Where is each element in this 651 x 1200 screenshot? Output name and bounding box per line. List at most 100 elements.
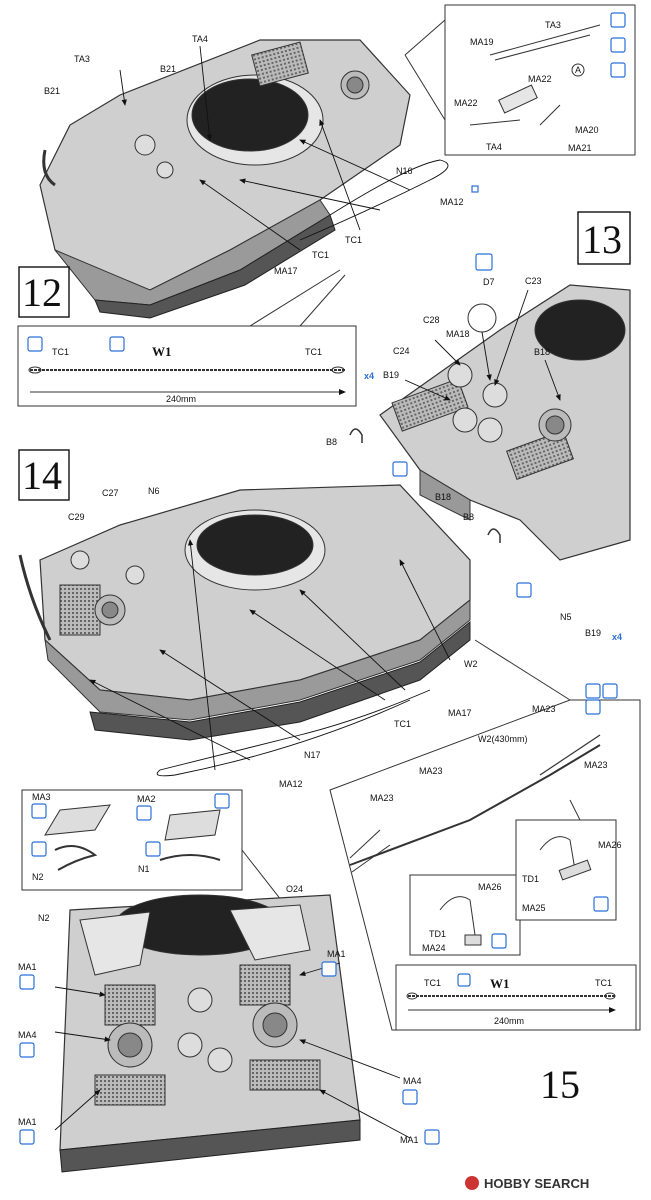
step-number-12: 12	[18, 266, 70, 318]
part-label: B18	[534, 347, 550, 357]
part-label: MA21	[568, 143, 592, 153]
part-label: MA3	[32, 792, 51, 802]
part-label: MA19	[470, 37, 494, 47]
part-label: B19	[383, 370, 399, 380]
part-label: MA4	[18, 1030, 37, 1040]
step-12-detail-callout: A TA3 MA19 MA22 MA22 TA4 MA20 MA21	[404, 4, 636, 156]
part-label: MA23	[532, 704, 556, 714]
watermark: HOBBY SEARCH	[465, 1176, 589, 1191]
part-label: TA3	[545, 20, 561, 30]
callout-marker-a	[571, 63, 585, 77]
drill-icon	[392, 461, 408, 477]
part-label: MA23	[370, 793, 394, 803]
part-label: MA23	[419, 766, 443, 776]
part-label: B18	[435, 492, 451, 502]
paint-drop-icon	[109, 336, 125, 352]
option-icon	[31, 803, 47, 819]
part-label: MA2	[137, 794, 156, 804]
quantity-badge: x4	[612, 632, 622, 642]
cable-w2-callout: W2(430mm) MA23 MA23 MA23 MA23 MA26 TD1 M…	[329, 639, 641, 1031]
part-label: MA20	[575, 125, 599, 135]
paint-drop-icon	[585, 683, 601, 699]
paint-drop-icon	[402, 1089, 418, 1105]
glue-icon	[214, 793, 230, 809]
glue-icon	[593, 896, 609, 912]
part-label: N2	[38, 913, 50, 923]
part-label: MA17	[274, 266, 298, 276]
part-label: TA4	[486, 142, 502, 152]
part-label: W2	[464, 659, 478, 669]
step-13-labels: D7 C23 C28 MA18 C24 B19 B18 B8 B18 B8 N5…	[326, 276, 622, 642]
part-label: MA24	[422, 943, 446, 953]
step-15-arrows	[54, 962, 411, 1139]
part-label: MA17	[448, 708, 472, 718]
part-label: MA4	[403, 1076, 422, 1086]
part-label: B21	[160, 64, 176, 74]
cable-w1-box-2: TC1 TC1 W1 240mm	[395, 964, 637, 1031]
step-14-tank-hull	[18, 484, 471, 741]
option-icon	[585, 699, 601, 715]
part-label: MA25	[522, 903, 546, 913]
cable-name: W1	[490, 976, 510, 991]
step-13-hull-rear	[379, 284, 631, 561]
step-15-inset: MA3 MA2 N2 N1	[21, 789, 286, 906]
part-label: N16	[396, 166, 413, 176]
step-number-14: 14	[18, 449, 70, 501]
part-label: N2	[32, 872, 44, 882]
step-12-arrows	[119, 45, 449, 251]
step-15-hull-rear	[59, 894, 361, 1173]
part-label: TC1	[345, 235, 362, 245]
svg-text:15: 15	[540, 1062, 580, 1107]
glue-icon	[27, 336, 43, 352]
part-label: TD1	[429, 929, 446, 939]
svg-text:14: 14	[22, 453, 62, 498]
part-label: TC1	[424, 978, 441, 988]
step-15-labels: N2 O24 MA1 MA1 MA4 MA4 MA1 MA1	[18, 884, 440, 1145]
part-label: TC1	[394, 719, 411, 729]
watermark-text: HOBBY SEARCH	[484, 1176, 589, 1191]
part-label: C24	[393, 346, 410, 356]
part-label: TC1	[312, 250, 329, 260]
part-label: O24	[286, 884, 303, 894]
paint-code-icon	[471, 185, 479, 193]
part-label: MA22	[454, 98, 478, 108]
drill-icon	[516, 582, 532, 598]
part-label: C29	[68, 512, 85, 522]
part-label: TA3	[74, 54, 90, 64]
option-icon	[610, 62, 626, 78]
paint-drop-icon	[19, 1129, 35, 1145]
part-label: MA22	[528, 74, 552, 84]
cable-length: 240mm	[166, 394, 196, 404]
part-label: C28	[423, 315, 440, 325]
step-14-labels: N6 C27 C29 W2 MA17 TC1 N17 MA12	[68, 486, 478, 789]
paint-drop-icon	[424, 1129, 440, 1145]
part-label: N6	[148, 486, 160, 496]
part-label: TA4	[192, 34, 208, 44]
part-label: N1	[138, 864, 150, 874]
svg-text:12: 12	[22, 270, 62, 315]
part-label: B8	[326, 437, 337, 447]
step-number-15: 15	[540, 1062, 580, 1107]
part-label: MA1	[18, 1117, 37, 1127]
part-label: B19	[585, 628, 601, 638]
part-label: N17	[304, 750, 321, 760]
part-label: TD1	[522, 874, 539, 884]
option-icon	[136, 805, 152, 821]
shackle-parts	[349, 428, 501, 543]
part-label: MA26	[598, 840, 622, 850]
part-label: TC1	[52, 347, 69, 357]
glue-icon	[610, 12, 626, 28]
quantity-badge: x4	[364, 371, 374, 381]
paint-drop-icon	[321, 961, 337, 977]
part-label: C27	[102, 488, 119, 498]
callout-marker-a-label: A	[575, 65, 581, 75]
part-label: B21	[44, 86, 60, 96]
paint-drop-icon	[19, 974, 35, 990]
part-label: TC1	[305, 347, 322, 357]
part-label: TC1	[595, 978, 612, 988]
part-label: MA12	[440, 197, 464, 207]
part-label: D7	[483, 277, 495, 287]
paint-drop-icon	[610, 37, 626, 53]
step-number-13: 13	[577, 211, 631, 265]
paint-drop-icon	[145, 841, 161, 857]
